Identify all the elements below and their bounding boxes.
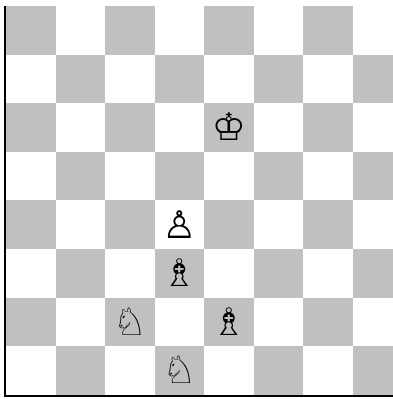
square-g5[interactable] [303, 152, 353, 201]
square-e4[interactable] [204, 200, 254, 249]
square-a8[interactable] [6, 6, 56, 55]
square-e2[interactable]: ♗ [204, 298, 254, 347]
square-f1[interactable] [254, 346, 304, 395]
square-h5[interactable] [353, 152, 393, 201]
square-b1[interactable] [56, 346, 106, 395]
square-a7[interactable] [6, 55, 56, 104]
square-d7[interactable] [155, 55, 205, 104]
square-a3[interactable] [6, 249, 56, 298]
square-a6[interactable] [6, 103, 56, 152]
square-h2[interactable] [353, 298, 393, 347]
square-c2[interactable]: ♘ [105, 298, 155, 347]
square-c7[interactable] [105, 55, 155, 104]
white-bishop-icon[interactable]: ♗ [162, 254, 196, 292]
square-d5[interactable] [155, 152, 205, 201]
square-c4[interactable] [105, 200, 155, 249]
square-d2[interactable] [155, 298, 205, 347]
white-king-icon[interactable]: ♔ [212, 108, 246, 146]
square-h4[interactable] [353, 200, 393, 249]
square-g7[interactable] [303, 55, 353, 104]
square-g4[interactable] [303, 200, 353, 249]
square-f2[interactable] [254, 298, 304, 347]
square-a5[interactable] [6, 152, 56, 201]
square-c8[interactable] [105, 6, 155, 55]
square-c1[interactable] [105, 346, 155, 395]
white-knight-icon[interactable]: ♘ [162, 351, 196, 389]
square-b3[interactable] [56, 249, 106, 298]
square-b4[interactable] [56, 200, 106, 249]
square-c3[interactable] [105, 249, 155, 298]
square-e5[interactable] [204, 152, 254, 201]
square-b5[interactable] [56, 152, 106, 201]
square-f7[interactable] [254, 55, 304, 104]
square-e3[interactable] [204, 249, 254, 298]
square-d4[interactable]: ♙ [155, 200, 205, 249]
square-b2[interactable] [56, 298, 106, 347]
square-f5[interactable] [254, 152, 304, 201]
square-e8[interactable] [204, 6, 254, 55]
white-knight-icon[interactable]: ♘ [113, 303, 147, 341]
square-h7[interactable] [353, 55, 393, 104]
square-f4[interactable] [254, 200, 304, 249]
square-g8[interactable] [303, 6, 353, 55]
square-d6[interactable] [155, 103, 205, 152]
square-e7[interactable] [204, 55, 254, 104]
square-h3[interactable] [353, 249, 393, 298]
square-e6[interactable]: ♔ [204, 103, 254, 152]
chess-board: ♔ ♙ ♗ ♘ ♗ ♘ [6, 6, 393, 395]
white-pawn-icon[interactable]: ♙ [162, 206, 196, 244]
square-g6[interactable] [303, 103, 353, 152]
square-e1[interactable] [204, 346, 254, 395]
square-d8[interactable] [155, 6, 205, 55]
square-c6[interactable] [105, 103, 155, 152]
square-f8[interactable] [254, 6, 304, 55]
square-g3[interactable] [303, 249, 353, 298]
square-h6[interactable] [353, 103, 393, 152]
square-d3[interactable]: ♗ [155, 249, 205, 298]
square-d1[interactable]: ♘ [155, 346, 205, 395]
square-h1[interactable] [353, 346, 393, 395]
square-b8[interactable] [56, 6, 106, 55]
square-b7[interactable] [56, 55, 106, 104]
square-g2[interactable] [303, 298, 353, 347]
square-f6[interactable] [254, 103, 304, 152]
square-a1[interactable] [6, 346, 56, 395]
square-a2[interactable] [6, 298, 56, 347]
square-c5[interactable] [105, 152, 155, 201]
square-g1[interactable] [303, 346, 353, 395]
square-a4[interactable] [6, 200, 56, 249]
square-h8[interactable] [353, 6, 393, 55]
square-f3[interactable] [254, 249, 304, 298]
white-bishop-icon[interactable]: ♗ [212, 303, 246, 341]
square-b6[interactable] [56, 103, 106, 152]
chess-board-frame: ♔ ♙ ♗ ♘ ♗ ♘ [4, 6, 393, 397]
